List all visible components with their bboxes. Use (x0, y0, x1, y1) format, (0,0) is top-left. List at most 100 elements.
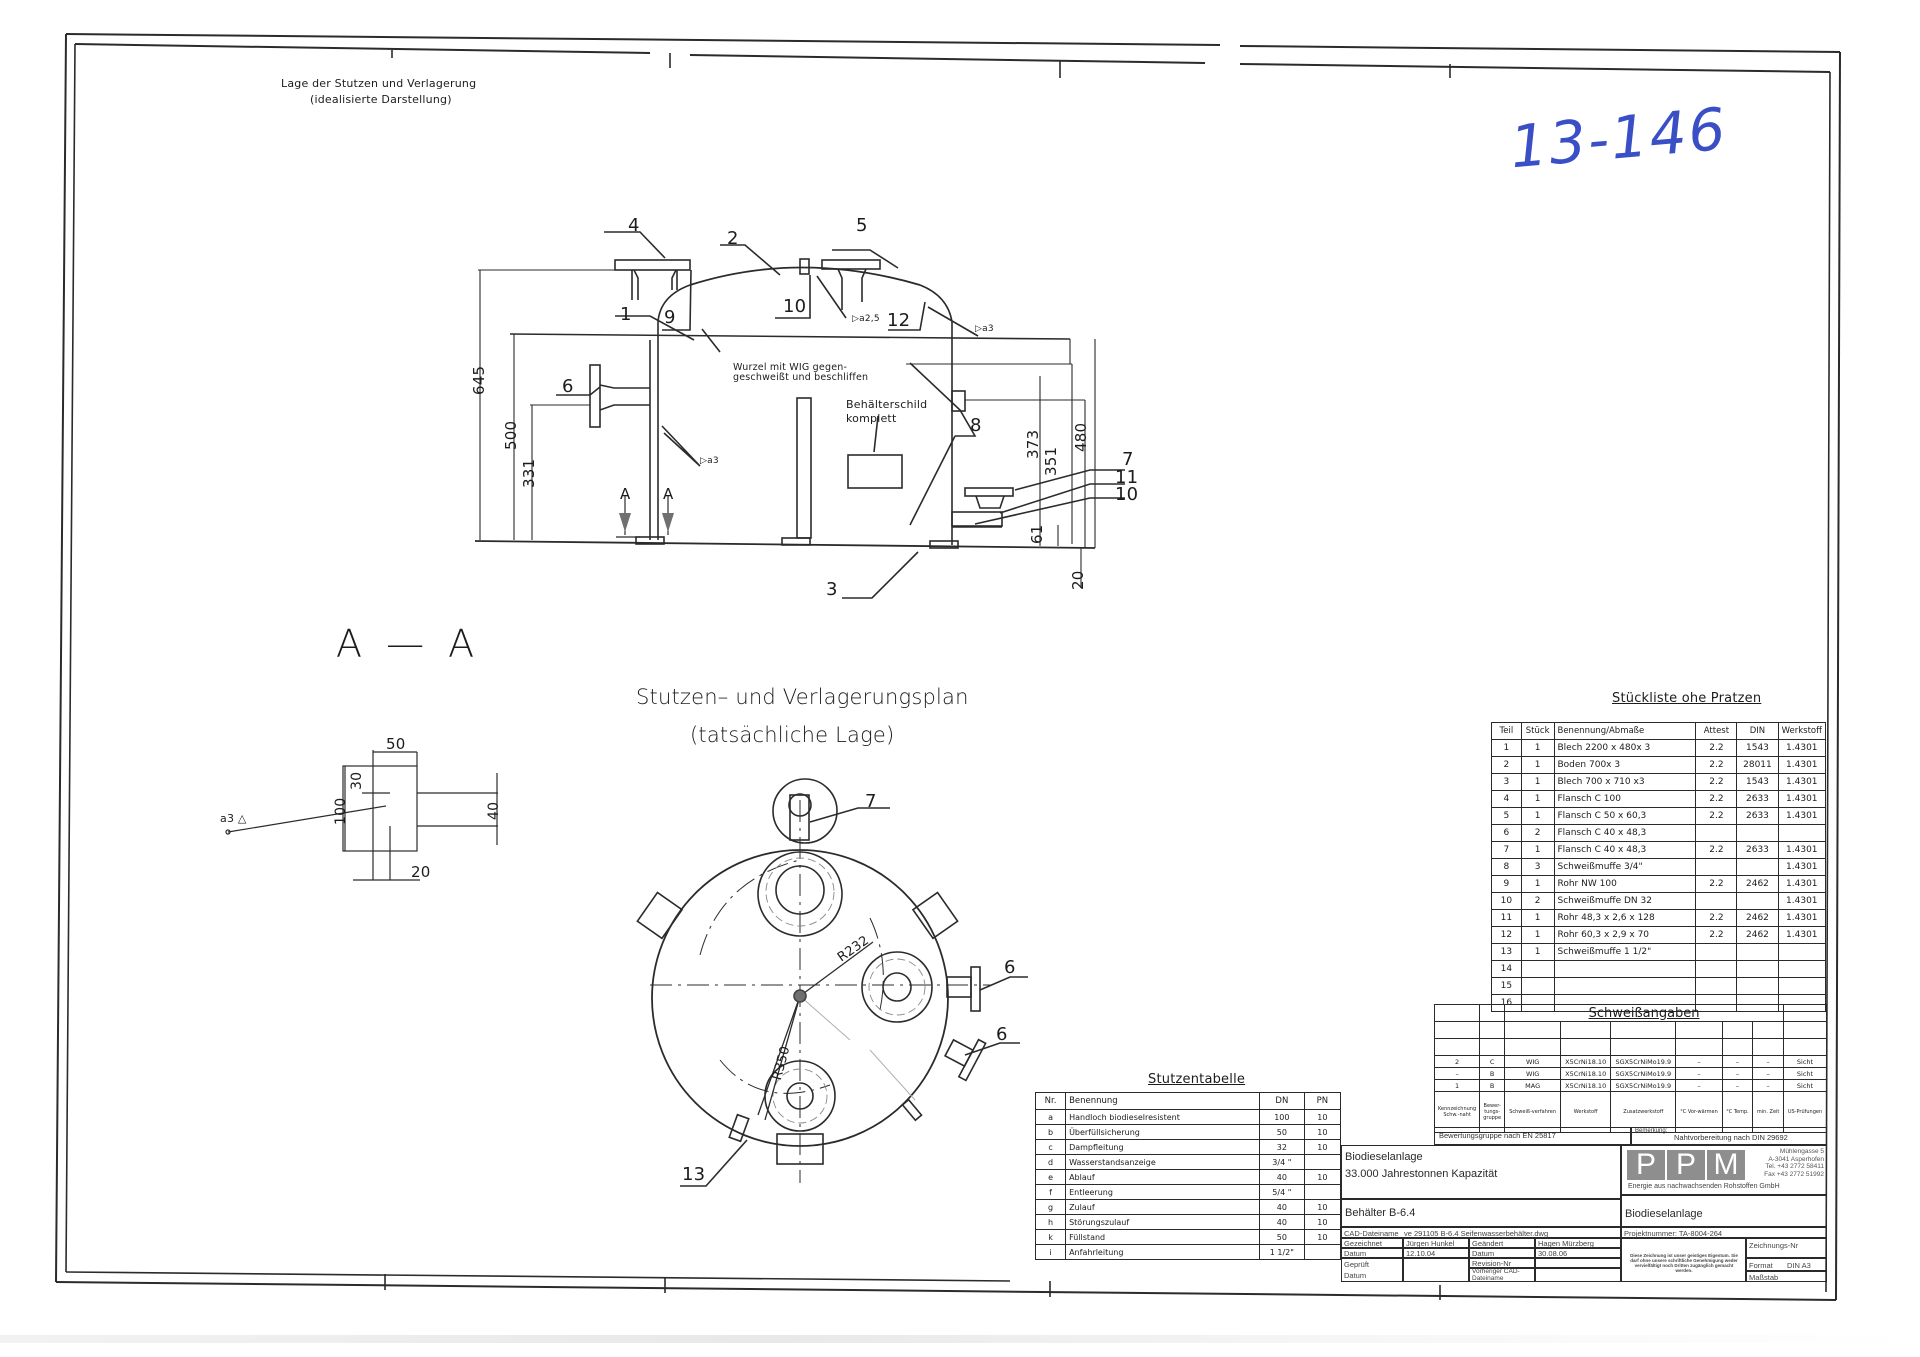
company-cell: P P M Mühlengasse 5 A-3041 Asperhofen Te… (1621, 1145, 1827, 1195)
revision-label: Revision-Nr (1472, 1259, 1512, 1268)
cell-pn: 10 (1303, 1169, 1342, 1185)
plan-callout-7: 7 (865, 791, 877, 812)
cell-werkstoff: 1.4301 (1777, 909, 1827, 927)
cell-stueck (1520, 977, 1555, 995)
changed-date: 30.08.06 (1538, 1249, 1568, 1258)
welding-cell: SGX5CrNiMo19.9 (1610, 1067, 1677, 1080)
weld-triangle-icon: ▷ (700, 456, 708, 466)
company-logo-p1: P (1627, 1150, 1665, 1180)
dim-373: 373 (1024, 429, 1042, 459)
section-marker-a-left: A (620, 485, 631, 503)
welding-cell: Sicht (1782, 1079, 1828, 1092)
cell-pn: 10 (1303, 1199, 1342, 1215)
cell-benennung: Flansch C 40 x 48,3 (1553, 841, 1697, 859)
previous-file-label: Vorheriger CAD-Dateiname (1472, 1268, 1520, 1282)
welding-cell: – (1675, 1079, 1723, 1092)
weld-note-aa: a3 △ (220, 812, 247, 825)
cell-dn: 1 1/2" (1259, 1244, 1305, 1260)
welding-cell: – (1675, 1067, 1723, 1080)
header-stueck: Stück (1520, 722, 1555, 740)
cell-werkstoff: 1.4301 (1777, 756, 1827, 774)
section-marker-a-right: A (663, 485, 674, 503)
header-pn: PN (1303, 1092, 1342, 1110)
client-cell: Biodieselanlage (1621, 1195, 1827, 1227)
cad-file-label: CAD-Dateiname (1344, 1229, 1399, 1238)
cell-benennung: Flansch C 40 x 48,3 (1553, 824, 1697, 842)
cell-pn (1303, 1184, 1342, 1200)
cell-teil: 2 (1491, 756, 1522, 774)
callout-2: 2 (727, 228, 739, 249)
cell-pn: 10 (1303, 1139, 1342, 1155)
cell-din: 2633 (1736, 790, 1779, 808)
welding-title-row: Schweißangaben (1433, 1004, 1828, 1022)
cell-dn: 32 (1259, 1139, 1305, 1155)
cell-din (1736, 824, 1779, 842)
cell-werkstoff (1777, 824, 1827, 842)
welding-cell: X5CrNi18.10 (1560, 1067, 1612, 1080)
parts-list-header-row: Teil Stück Benennung/Abmaße Attest DIN W… (1491, 722, 1827, 740)
drawn-value: Jürgen Hunkel (1406, 1239, 1455, 1248)
cell-werkstoff (1777, 977, 1827, 995)
company-address: Mühlengasse 5 A-3041 Asperhofen Tel. +43… (1764, 1148, 1824, 1178)
cell-stueck: 1 (1520, 790, 1555, 808)
cell-attest: 2.2 (1695, 909, 1738, 927)
cell-din: 2462 (1736, 926, 1779, 944)
rating-group-note: Bewertungsgruppe nach EN 25817 (1434, 1127, 1631, 1145)
drawn-date-label: Datum (1344, 1249, 1367, 1258)
cell-nr: k (1034, 1229, 1067, 1245)
dim-aa-40: 40 (486, 801, 502, 820)
scale-label: Maßstab (1749, 1273, 1779, 1282)
cell-stueck: 1 (1520, 943, 1555, 961)
parts-list-table: Teil Stück Benennung/Abmaße Attest DIN W… (1491, 722, 1827, 1012)
remark-label: Bemerkung: (1635, 1128, 1668, 1134)
cell-din: 1543 (1736, 739, 1779, 757)
welding-header-cell: US-Prüfungen (1782, 1091, 1828, 1133)
drawn-date: 12.10.04 (1406, 1249, 1436, 1258)
cell-attest: 2.2 (1695, 875, 1738, 893)
callout-3: 3 (826, 579, 838, 600)
part-name-cell: Behälter B-6.4 (1341, 1199, 1621, 1227)
remark-box: Bemerkung: Nahtvorbereitung nach DIN 296… (1631, 1127, 1827, 1145)
welding-cell: SGX5CrNiMo19.9 (1610, 1079, 1677, 1092)
welding-cell: – (1433, 1067, 1481, 1080)
callout-4: 4 (628, 215, 640, 236)
cell-stueck: 1 (1520, 841, 1555, 859)
cell-benennung: Füllstand (1065, 1229, 1261, 1245)
cell-attest (1695, 960, 1738, 978)
changed-date-label: Datum (1472, 1249, 1495, 1258)
changed-label: Geändert (1472, 1239, 1504, 1248)
cell-benennung: Boden 700x 3 (1553, 756, 1697, 774)
welding-cell: – (1721, 1055, 1754, 1068)
cell-din: 28011 (1736, 756, 1779, 774)
cell-stueck: 2 (1520, 824, 1555, 842)
welding-cell: B (1479, 1067, 1506, 1080)
cell-stueck: 2 (1520, 892, 1555, 910)
dim-480: 480 (1072, 422, 1090, 452)
cell-attest: 2.2 (1695, 841, 1738, 859)
cell-benennung: Entleerung (1065, 1184, 1261, 1200)
cell-teil: 9 (1491, 875, 1522, 893)
cell-nr: h (1034, 1214, 1067, 1230)
callout-7: 7 (1122, 449, 1134, 470)
cell-pn (1303, 1244, 1342, 1260)
cell-teil: 14 (1491, 960, 1522, 978)
remark-text: Nahtvorbereitung nach DIN 29692 (1674, 1133, 1788, 1142)
cell-din (1736, 960, 1779, 978)
part-name: Behälter B-6.4 (1345, 1207, 1416, 1219)
